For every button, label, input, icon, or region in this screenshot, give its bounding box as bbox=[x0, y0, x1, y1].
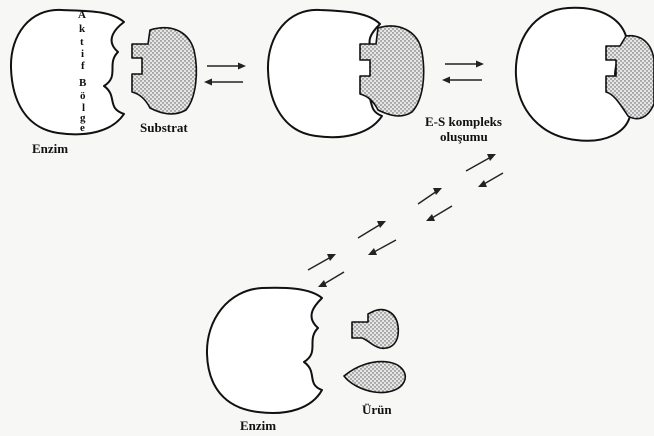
active-site-letter: t bbox=[80, 36, 84, 48]
active-site-letter: i bbox=[81, 48, 84, 60]
enzyme-label-bottom: Enzim bbox=[240, 418, 276, 433]
enzyme-shape-released bbox=[207, 288, 322, 413]
product-shape-2 bbox=[344, 362, 405, 393]
active-site-letter: A bbox=[78, 9, 86, 21]
es-complex-label-line2: oluşumu bbox=[440, 129, 488, 144]
enzyme-shape-free bbox=[11, 10, 124, 134]
es-complex-label-line1: E-S kompleks bbox=[425, 114, 502, 129]
enzyme-shape-binding bbox=[268, 10, 382, 137]
active-site-letter: B bbox=[79, 77, 87, 89]
diagonal-equilibrium-arrows bbox=[308, 154, 503, 287]
substrate-label: Substrat bbox=[140, 120, 188, 135]
substrate-shape bbox=[132, 28, 196, 114]
active-site-letter: k bbox=[79, 23, 86, 35]
product-label: Ürün bbox=[362, 402, 392, 417]
active-site-letter: f bbox=[81, 60, 85, 72]
equilibrium-arrows-1 bbox=[204, 63, 246, 86]
product-shape-1 bbox=[352, 310, 398, 349]
enzyme-label-top: Enzim bbox=[32, 141, 68, 156]
active-site-letter: ö bbox=[80, 90, 86, 102]
active-site-letter: e bbox=[80, 122, 85, 134]
es-complex-enzyme-shape bbox=[516, 8, 630, 141]
equilibrium-arrows-2 bbox=[442, 61, 484, 84]
